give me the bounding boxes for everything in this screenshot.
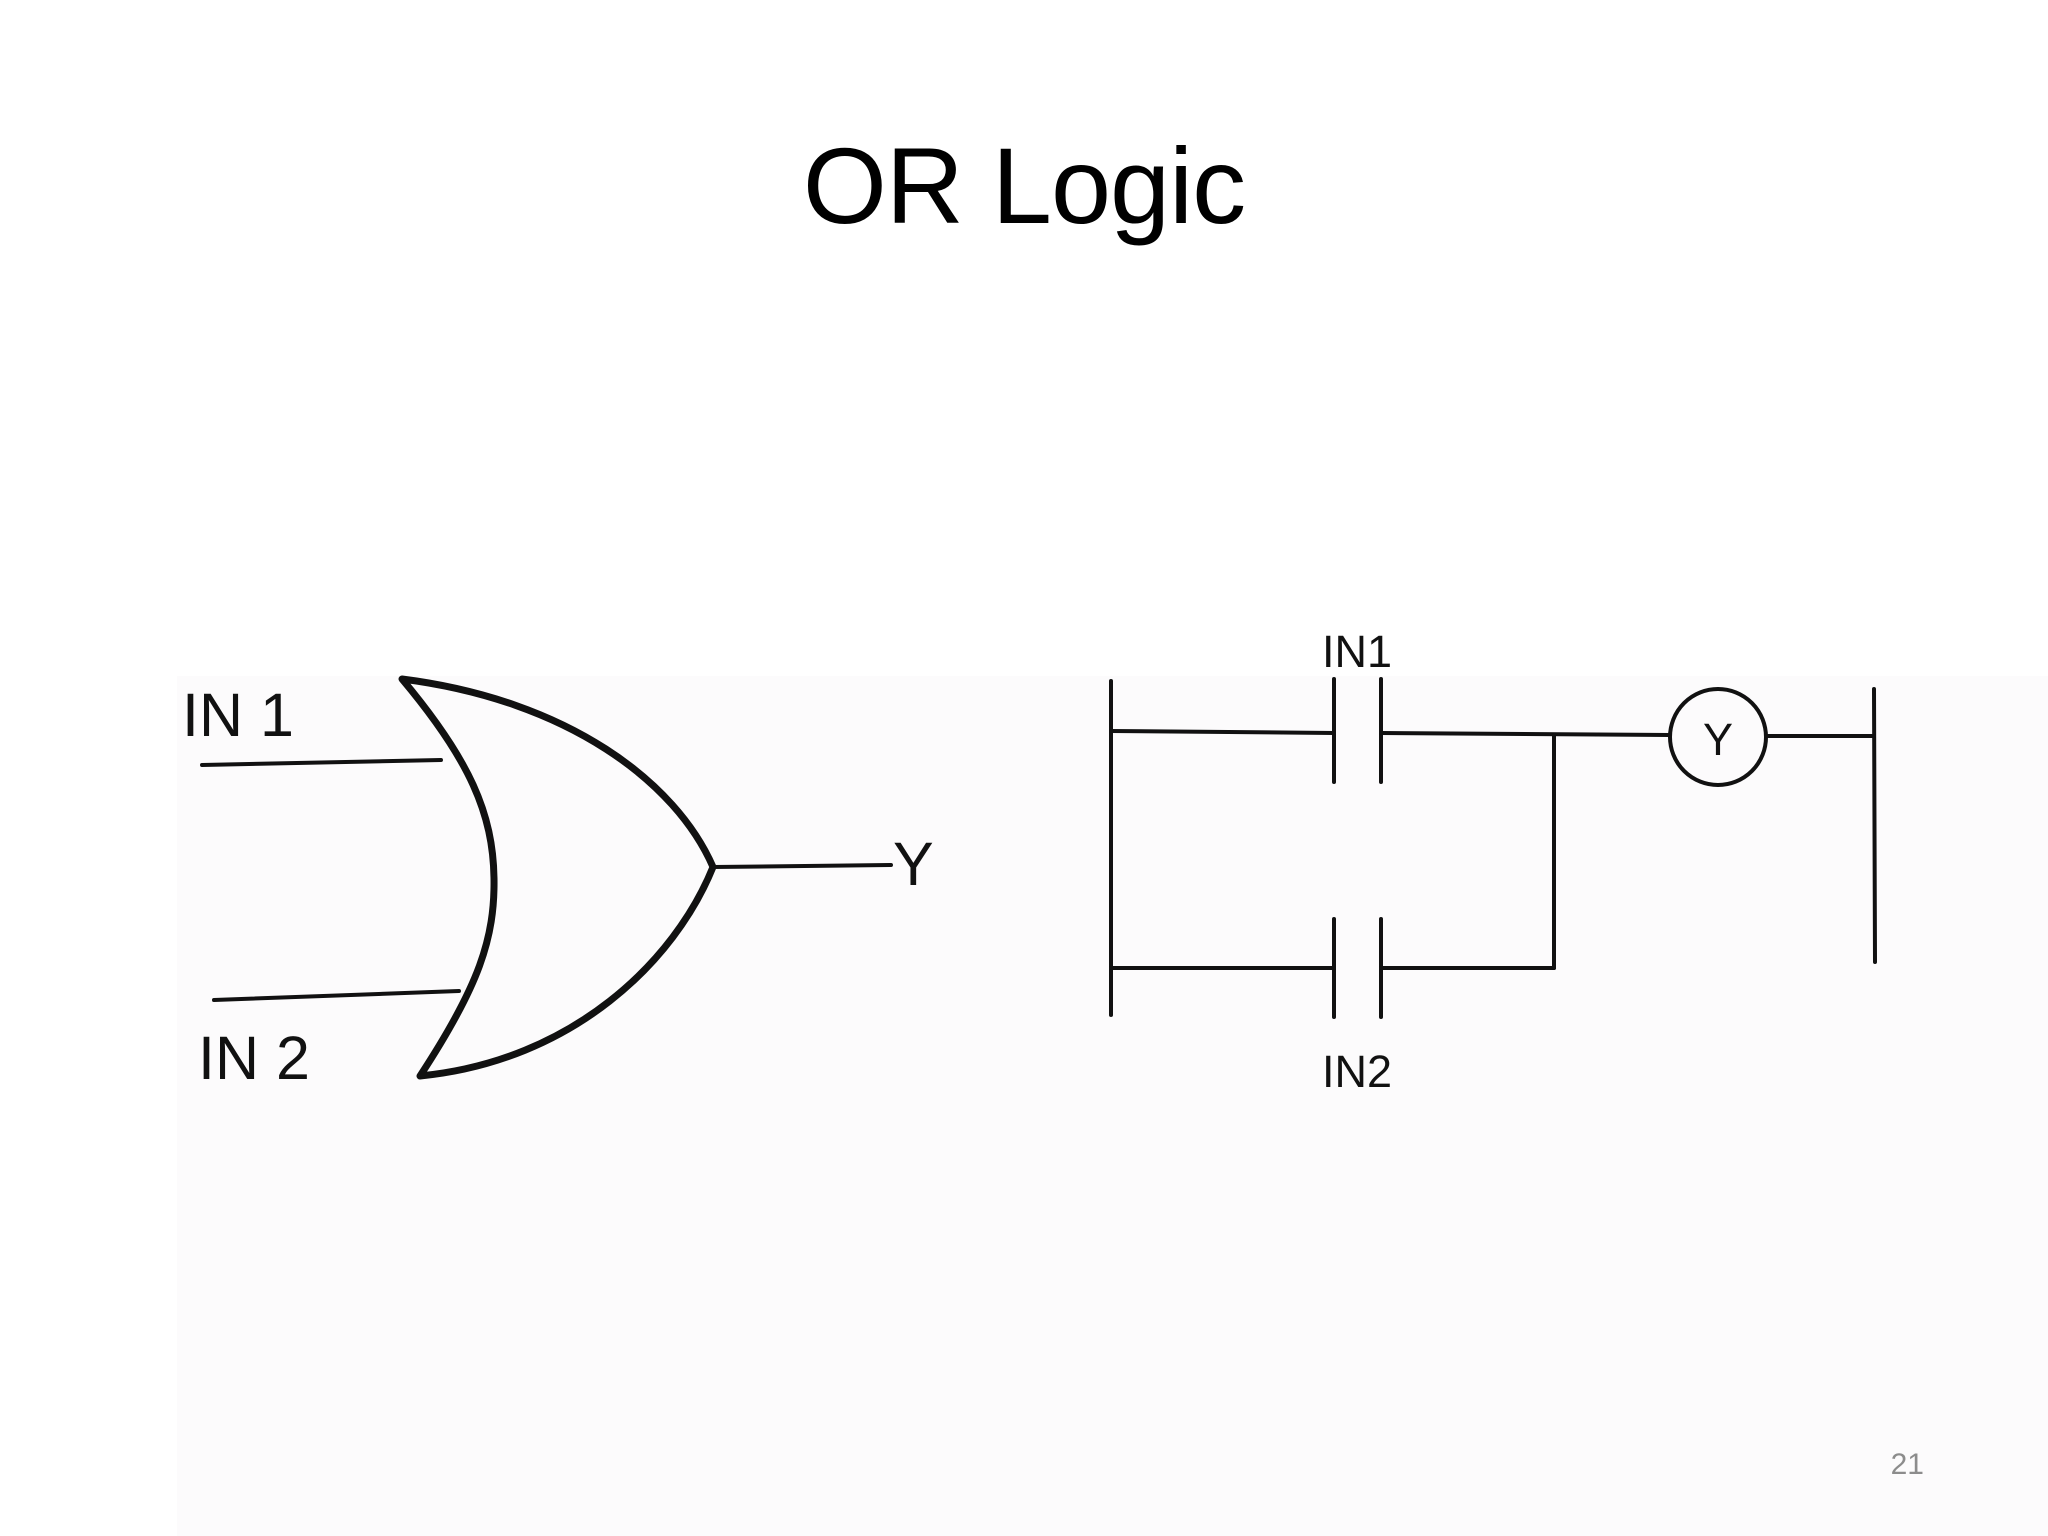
in-1-input-line bbox=[200, 758, 443, 767]
or-gate-symbol bbox=[200, 675, 893, 1080]
in-2-label: IN 2 bbox=[198, 1024, 310, 1092]
in2-contact-label: IN2 bbox=[1322, 1046, 1392, 1097]
or-output-y-label: Y bbox=[893, 830, 934, 898]
in-1-label: IN 1 bbox=[182, 681, 294, 749]
ladder-logic-symbol bbox=[1109, 677, 1877, 1019]
top-rung-middle-wire bbox=[1379, 731, 1671, 737]
slide-title: OR Logic bbox=[802, 125, 1246, 246]
right-power-rail bbox=[1872, 687, 1877, 964]
in-2-input-line bbox=[212, 989, 461, 1002]
or-gate-body bbox=[398, 675, 717, 1080]
page-number: 21 bbox=[1890, 1448, 1924, 1481]
y-coil-label: Y bbox=[1703, 714, 1733, 765]
in1-contact-label: IN1 bbox=[1322, 626, 1392, 677]
top-rung-left-wire bbox=[1109, 729, 1336, 735]
y-output-line bbox=[711, 863, 893, 869]
